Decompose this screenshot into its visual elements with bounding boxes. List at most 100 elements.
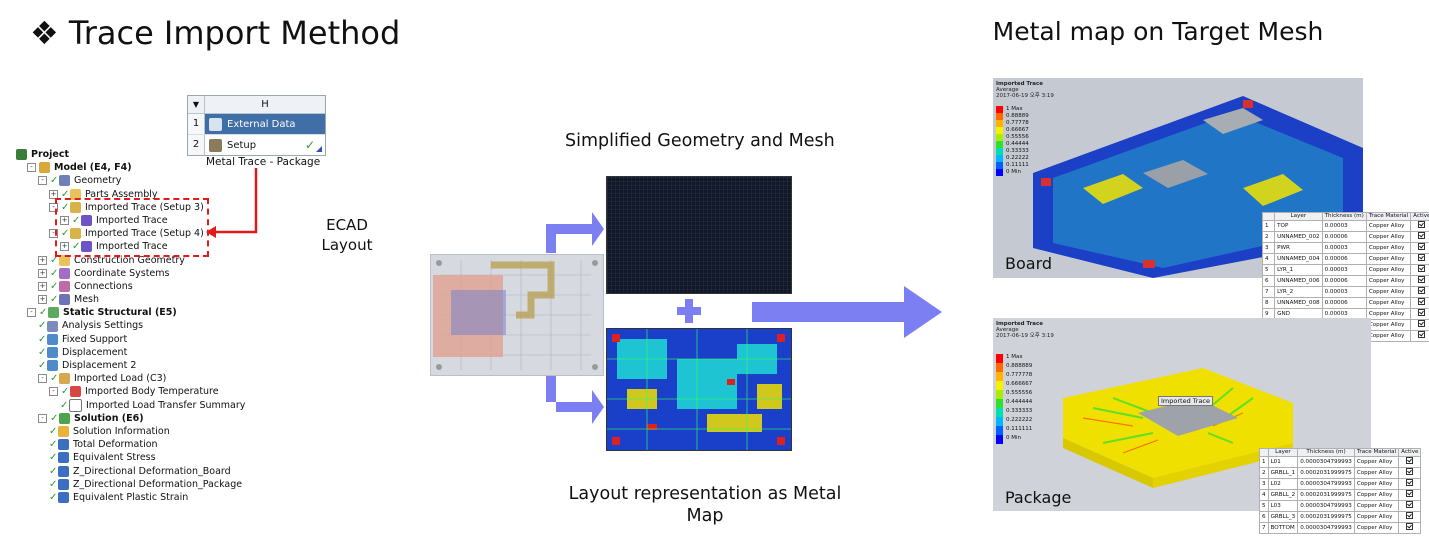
active-checkbox[interactable] — [1406, 468, 1414, 475]
tree-node[interactable]: ✓Fixed Support — [16, 333, 245, 346]
active-checkbox[interactable] — [1418, 287, 1426, 294]
table-cell: 0.00006 — [1321, 253, 1367, 265]
tree-item-icon — [47, 360, 58, 372]
tree-item-icon — [59, 373, 70, 385]
active-checkbox[interactable] — [1406, 523, 1414, 530]
active-checkbox[interactable] — [1418, 276, 1426, 283]
legend-label: 0.77778 — [1006, 120, 1029, 126]
table-cell: Copper Alloy — [1365, 264, 1412, 276]
table-cell: Copper Alloy — [1353, 467, 1400, 479]
active-checkbox[interactable] — [1418, 254, 1426, 261]
active-checkbox[interactable] — [1406, 457, 1414, 464]
active-checkbox[interactable] — [1406, 501, 1414, 508]
collapse-icon[interactable]: - — [38, 374, 47, 384]
cell-external-data[interactable]: 1 External Data — [188, 114, 325, 135]
tree-item-icon — [59, 294, 70, 306]
table-cell: 0.0000304799993 — [1297, 500, 1355, 512]
expand-icon[interactable]: + — [38, 281, 47, 291]
tree-item-icon — [70, 386, 81, 398]
collapse-icon[interactable]: - — [38, 413, 47, 423]
package-tag: Imported Trace — [1158, 396, 1214, 406]
active-checkbox[interactable] — [1406, 512, 1414, 519]
status-check-icon: ✓ — [60, 399, 69, 411]
active-checkbox[interactable] — [1418, 320, 1426, 327]
active-checkbox[interactable] — [1418, 265, 1426, 272]
tree-node-label: Model (E4, F4) — [54, 162, 132, 174]
tree-node[interactable]: ✓Analysis Settings — [16, 319, 245, 332]
legend-swatch — [996, 134, 1003, 141]
tree-node[interactable]: -✓Solution (E6) — [16, 412, 245, 425]
active-checkbox[interactable] — [1406, 479, 1414, 486]
table-cell: LYR_1 — [1274, 264, 1323, 276]
table-cell: 1 — [1259, 456, 1269, 468]
active-checkbox[interactable] — [1418, 232, 1426, 239]
cell-number: 2 — [188, 135, 205, 155]
tree-node[interactable]: +✓Parts Assembly — [16, 188, 245, 201]
tree-node[interactable]: ✓Solution Information — [16, 425, 245, 438]
tree-node[interactable]: -✓Imported Trace (Setup 3) — [16, 201, 245, 214]
tree-node[interactable]: +✓Imported Trace — [16, 214, 245, 227]
active-checkbox[interactable] — [1418, 221, 1426, 228]
active-checkbox[interactable] — [1418, 309, 1426, 316]
collapse-icon[interactable]: - — [49, 202, 58, 212]
tree-node[interactable]: -✓Imported Load (C3) — [16, 372, 245, 385]
table-cell: BOTTOM — [1267, 522, 1299, 534]
tree-node[interactable]: +✓Connections — [16, 280, 245, 293]
collapse-icon[interactable]: - — [38, 176, 47, 186]
tree-node[interactable]: Project — [16, 148, 245, 161]
active-checkbox[interactable] — [1418, 298, 1426, 305]
collapse-icon[interactable]: - — [27, 163, 36, 173]
table-cell: UNNAMED_004 — [1274, 253, 1323, 265]
collapse-icon[interactable]: - — [49, 387, 58, 397]
tree-node[interactable]: ✓Z_Directional Deformation_Board — [16, 465, 245, 478]
active-checkbox[interactable] — [1418, 243, 1426, 250]
expand-icon[interactable]: + — [49, 189, 58, 199]
tree-node[interactable]: ✓Z_Directional Deformation_Package — [16, 478, 245, 491]
collapse-arrow-icon[interactable]: ▼ — [188, 96, 205, 113]
expand-icon[interactable]: + — [60, 216, 69, 226]
tree-node[interactable]: +✓Construction Geometry — [16, 254, 245, 267]
collapse-icon[interactable]: - — [49, 229, 58, 239]
status-check-icon: ✓ — [50, 175, 59, 187]
tree-node[interactable]: -✓Imported Trace (Setup 4) — [16, 227, 245, 240]
expand-icon[interactable]: + — [60, 242, 69, 252]
active-checkbox[interactable] — [1406, 490, 1414, 497]
diamond-bullet-icon: ❖ — [30, 14, 59, 52]
tree-node[interactable]: ✓Imported Load Transfer Summary — [16, 398, 245, 412]
tree-node-label: Imported Trace (Setup 3) — [85, 201, 204, 213]
tree-node[interactable]: ✓Equivalent Plastic Strain — [16, 491, 245, 504]
tree-node[interactable]: -✓Static Structural (E5) — [16, 306, 245, 319]
active-checkbox[interactable] — [1418, 331, 1426, 338]
tree-node[interactable]: - Model (E4, F4) — [16, 161, 245, 174]
legend-swatch — [996, 141, 1003, 148]
collapse-icon[interactable]: - — [27, 308, 36, 318]
cell-setup[interactable]: 2 Setup ✓ — [188, 135, 325, 155]
tree-node[interactable]: ✓Displacement 2 — [16, 359, 245, 372]
tree-node[interactable]: +✓Mesh — [16, 293, 245, 306]
legend-label: 0.111111 — [1006, 426, 1033, 432]
tree-item-icon — [81, 241, 92, 253]
table-header-cell — [1261, 212, 1276, 221]
expand-icon[interactable]: + — [38, 295, 47, 305]
tree-node[interactable]: ✓Displacement — [16, 346, 245, 359]
tree-node[interactable]: ✓Total Deformation — [16, 438, 245, 451]
tree-node[interactable]: ✓Equivalent Stress — [16, 451, 245, 464]
expand-icon[interactable]: + — [38, 268, 47, 278]
status-check-icon: ✓ — [49, 425, 58, 437]
table-cell: 0.0002031999975 — [1297, 511, 1355, 523]
tree-node[interactable]: +✓Coordinate Systems — [16, 267, 245, 280]
expand-icon[interactable]: + — [38, 255, 47, 265]
tree-node[interactable]: -✓Imported Body Temperature — [16, 385, 245, 398]
table-cell: 0.00003 — [1321, 264, 1367, 276]
table-cell: 0.0000304799993 — [1297, 456, 1355, 468]
status-check-icon: ✓ — [61, 188, 70, 200]
tree-node[interactable]: -✓Geometry — [16, 174, 245, 187]
status-check-icon: ✓ — [49, 465, 58, 477]
table-cell: L02 — [1267, 478, 1299, 490]
tree-node[interactable]: +✓Imported Trace — [16, 240, 245, 253]
